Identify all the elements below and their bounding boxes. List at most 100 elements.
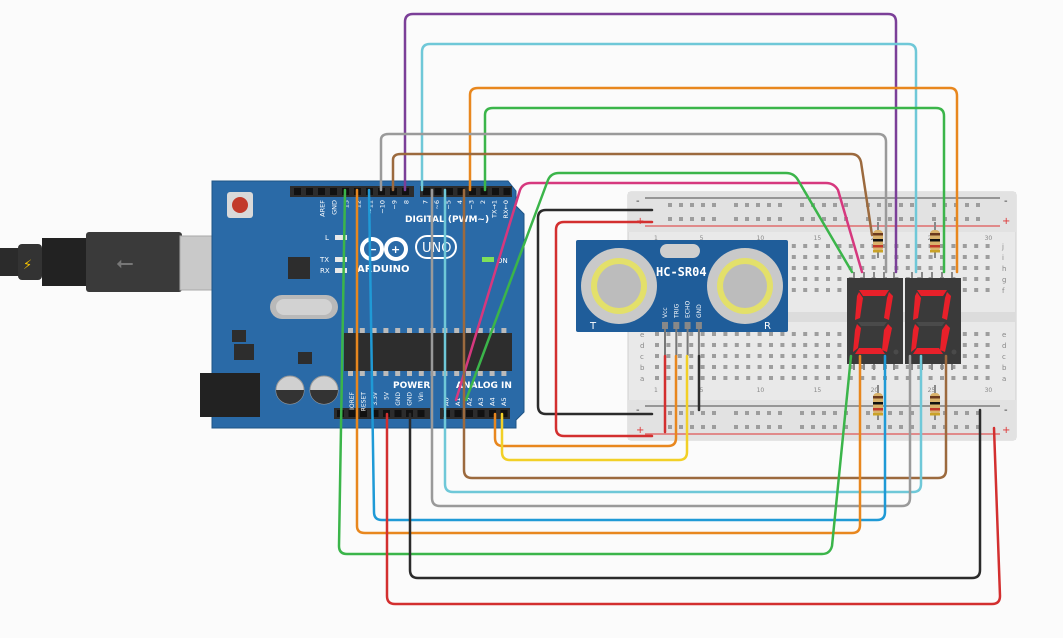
transmitter-transducer [581,248,657,324]
column-number: 15 [814,235,822,242]
segment-on [884,292,893,320]
column-number: 10 [757,387,765,394]
power-pin-label: Vin [418,392,425,402]
column-number: 25 [928,387,936,394]
led-on [482,257,494,262]
wire-cyan-bottom[interactable] [443,188,923,494]
digit-1-value: 0 [875,359,876,361]
digital-pin-label: ~6 [433,200,441,210]
led-l-label: L [325,234,329,242]
column-number: 1 [654,235,658,242]
wire-purple[interactable] [403,12,898,274]
power-pin-label: IOREF [349,391,356,409]
usb-icon: ⭠ [116,251,134,276]
wire-black-bottom[interactable] [408,408,982,580]
wire-orange-bottom[interactable] [355,188,862,535]
digital-pin-label: ~9 [391,200,399,210]
power-pin-label: 5V [384,391,391,400]
led-rx [335,268,347,273]
seven-segment-display-2[interactable]: 0 [905,272,961,370]
rail-minus-top-left: - [636,196,640,207]
row-label: d [640,342,644,350]
segment-on [913,292,921,320]
sensor-pin-label: TRIG [673,303,680,319]
power-header-label: POWER [393,381,430,391]
row-label: b [1002,364,1007,372]
row-label: a [1002,375,1006,383]
analog-header-label: ANALOG IN [456,381,512,391]
column-number: 5 [700,235,704,242]
sensor-pin-label: GND [696,304,703,318]
digital-pin-label: 4 [456,200,464,204]
rail-minus-top-right: - [1004,196,1008,207]
power-pin-label: RESET [361,392,368,412]
rail-plus-top-right: + [1002,216,1010,227]
digital-pin-label: AREF [319,200,327,217]
column-number: 1 [654,387,658,394]
wires[interactable] [337,12,1002,606]
digital-pin-label: ~3 [468,200,476,210]
column-number: 15 [814,387,822,394]
wire-orange-top[interactable] [468,86,959,274]
sensor-left-mark: T [589,321,597,332]
wire-brown-bottom[interactable] [462,188,948,480]
wire-cyan[interactable] [420,42,918,274]
sensor-label: HC-SR04 [656,265,707,279]
wire-gray-top[interactable] [379,132,888,274]
seven-segment-display-1[interactable]: 0 [847,272,903,370]
wire-sensor-echo[interactable] [500,354,689,462]
digital-pin-label: 7 [422,200,430,204]
sensor-pin-label: ECHO [685,301,692,318]
led-on-label: ON [497,257,508,265]
wire-magenta[interactable] [454,181,864,402]
digital-pin-label: 2 [479,200,487,204]
row-label: c [640,353,644,361]
analog-pin-label: A2 [466,397,474,406]
rail-minus-bottom-left: - [636,405,640,416]
wire-gray-bottom[interactable] [430,188,912,508]
power-pin-label: GND [395,392,402,406]
wire-blue[interactable] [367,188,887,522]
row-label: a [640,375,644,383]
arduino-logo: − + [360,237,408,261]
analog-pin-label: A5 [500,397,508,406]
segment-on [913,348,943,354]
column-number: 30 [985,235,993,242]
row-label: f [1002,287,1005,295]
wire-red-bottom[interactable] [385,412,1002,606]
segment-on [942,292,951,320]
column-number: 20 [871,387,879,394]
wire-green-top[interactable] [483,106,946,274]
row-label: e [640,331,644,339]
rail-minus-bottom-right: - [1004,405,1008,416]
power-pin-label: 3.3V [372,391,379,406]
model-label: UNO [422,241,451,256]
rail-plus-bottom-left: + [636,425,644,436]
analog-pin-label: A3 [477,397,485,406]
wire-green-bottom[interactable] [337,188,853,556]
segment-on [853,324,861,352]
receiver-transducer [707,248,783,324]
digital-pin-label: 12 [355,200,363,208]
led-l [335,235,347,240]
segment-on [917,290,947,296]
row-label: h [1002,265,1006,273]
digital-pin-label: RX←0 [502,200,510,219]
wire-brown-top[interactable] [391,152,874,237]
digital-pin-label: GND [331,200,339,215]
segment-on [859,290,889,296]
column-number: 30 [985,387,993,394]
wire-red-left[interactable] [554,220,654,438]
wire-green-mid[interactable] [464,171,854,402]
column-number: 10 [757,235,765,242]
row-label: j [1001,243,1004,251]
segment-on [882,324,892,352]
digital-pin-label: ~5 [445,200,453,210]
row-label: d [1002,342,1006,350]
wire-sensor-trig[interactable] [493,354,678,448]
wire-black-left[interactable] [536,208,654,416]
rail-plus-bottom-right: + [1002,425,1010,436]
